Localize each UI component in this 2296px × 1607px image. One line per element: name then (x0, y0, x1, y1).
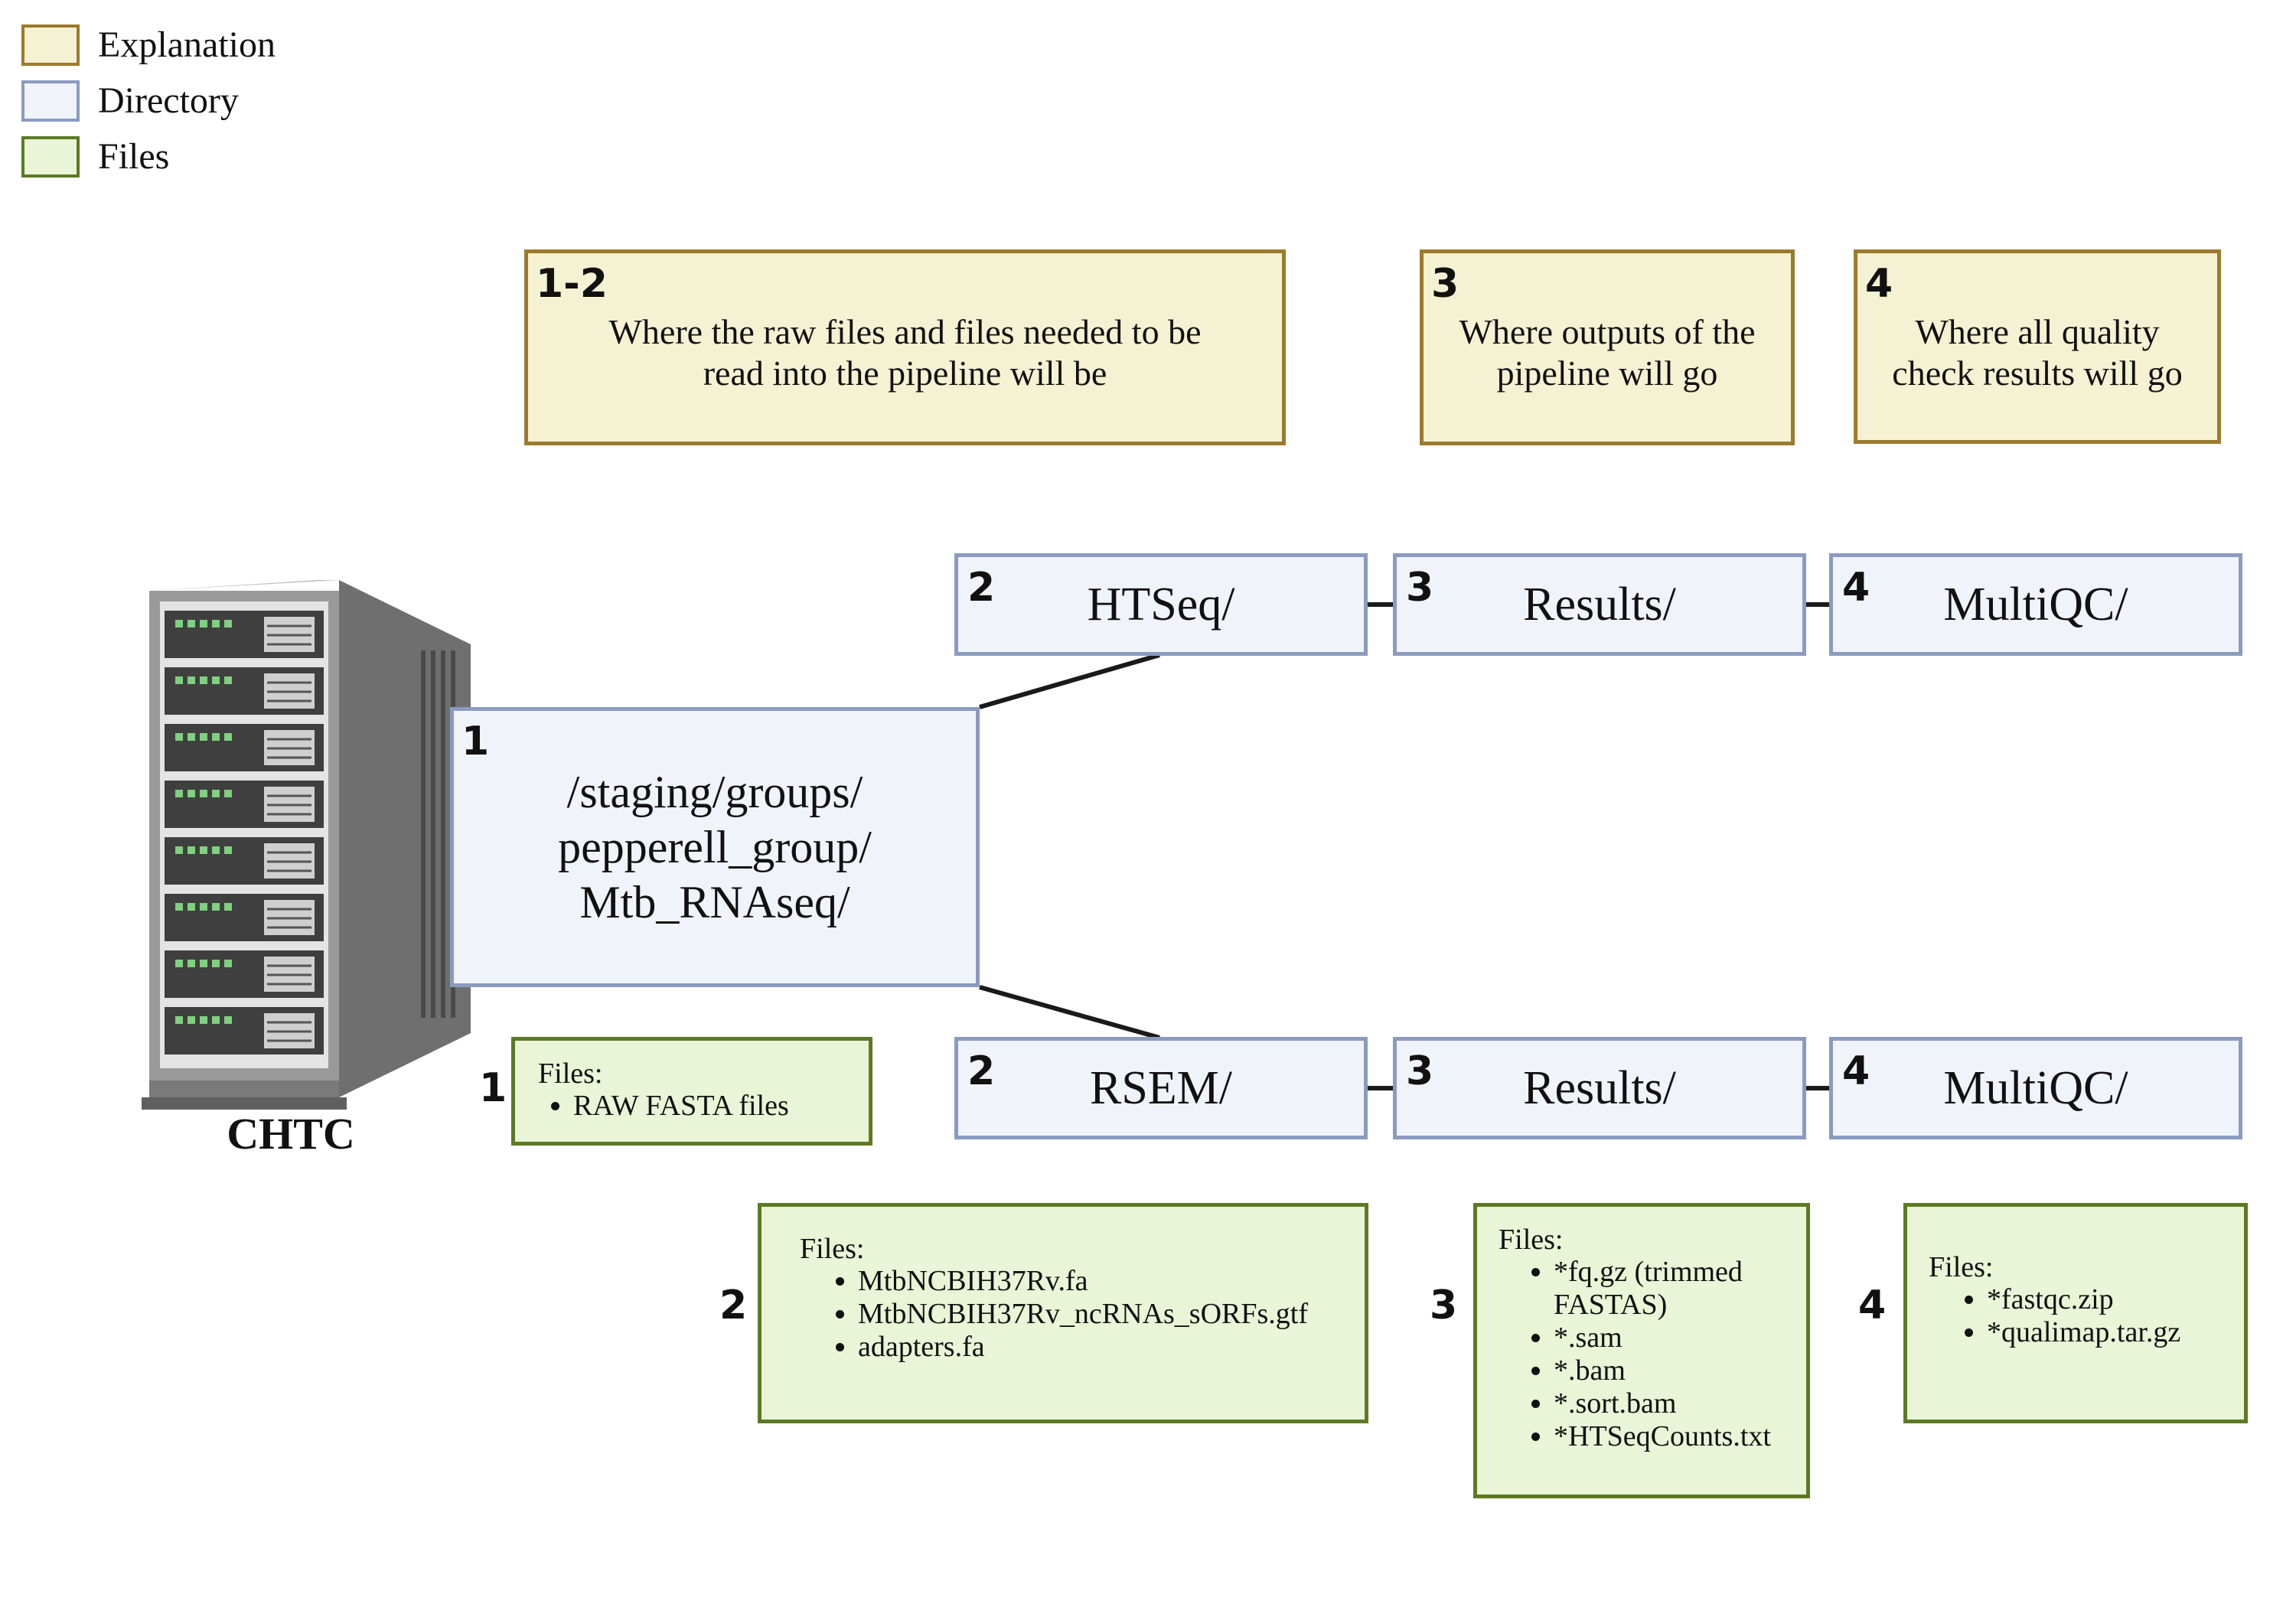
directory-label: RSEM/ (1089, 1061, 1233, 1114)
directory-label: Results/ (1523, 1061, 1676, 1114)
file-item: *.sort.bam (1554, 1387, 1795, 1420)
connector-root-to-htseq (979, 653, 1160, 709)
root-path: /staging/groups/ pepperell_group/ Mtb_RN… (454, 711, 976, 983)
legend: Explanation Directory Files (21, 23, 343, 184)
legend-label-directory: Directory (98, 80, 239, 121)
explanation-text: Where outputs of the pipeline will go (1459, 312, 1756, 393)
files-list: *fq.gz (trimmed FASTAS) *.sam *.bam *.so… (1499, 1256, 1795, 1453)
directory-label: Results/ (1523, 578, 1676, 631)
explanation-box-1-2: 1-2 Where the raw files and files needed… (524, 249, 1286, 445)
files-number: 1 (479, 1065, 507, 1111)
root-path-line: /staging/groups/ (566, 767, 863, 817)
files-box-3: Files: *fq.gz (trimmed FASTAS) *.sam *.b… (1473, 1203, 1810, 1498)
files-title: Files: (1499, 1224, 1564, 1256)
file-item: *qualimap.tar.gz (1987, 1316, 2244, 1349)
file-item: *.bam (1554, 1354, 1795, 1387)
directory-number: 3 (1406, 1048, 1434, 1094)
directory-number: 4 (1842, 1048, 1870, 1094)
directory-box-htseq: 2 HTSeq/ (954, 553, 1368, 656)
legend-swatch-directory (21, 80, 80, 122)
directory-number: 2 (967, 565, 996, 611)
file-item: RAW FASTA files (573, 1090, 869, 1123)
explanation-number: 4 (1865, 261, 1893, 307)
server-label: CHTC (227, 1109, 355, 1159)
files-list: RAW FASTA files (538, 1090, 869, 1123)
explanation-box-4: 4 Where all quality check results will g… (1854, 249, 2221, 444)
legend-label-files: Files (98, 136, 170, 177)
explanation-box-3: 3 Where outputs of the pipeline will go (1420, 249, 1795, 445)
legend-swatch-explanation (21, 24, 80, 66)
directory-number: 3 (1406, 565, 1434, 611)
explanation-text: Where the raw files and files needed to … (608, 312, 1202, 393)
directory-number: 2 (967, 1048, 996, 1094)
root-directory-box: 1 /staging/groups/ pepperell_group/ Mtb_… (450, 707, 980, 987)
explanation-number: 1-2 (536, 261, 608, 307)
file-item: *fastqc.zip (1987, 1283, 2244, 1316)
file-item: *.sam (1554, 1322, 1795, 1354)
files-title: Files: (1929, 1251, 1994, 1283)
files-number: 3 (1430, 1283, 1458, 1328)
files-number: 4 (1858, 1283, 1887, 1328)
file-item: *HTSeqCounts.txt (1554, 1420, 1795, 1453)
directory-label: MultiQC/ (1943, 1061, 2128, 1114)
file-item: adapters.fa (858, 1331, 1365, 1364)
connector-root-to-rsem (979, 985, 1160, 1040)
directory-box-multiqc-2: 4 MultiQC/ (1829, 1037, 2242, 1139)
file-item: MtbNCBIH37Rv_ncRNAs_sORFs.gtf (858, 1298, 1365, 1331)
files-box-1: Files: RAW FASTA files (511, 1037, 872, 1146)
files-box-2: Files: MtbNCBIH37Rv.fa MtbNCBIH37Rv_ncRN… (758, 1203, 1368, 1423)
root-path-line: pepperell_group/ (558, 822, 872, 872)
directory-box-rsem: 2 RSEM/ (954, 1037, 1368, 1139)
file-item: MtbNCBIH37Rv.fa (858, 1265, 1365, 1298)
explanation-text: Where all quality check results will go (1892, 312, 2183, 393)
directory-label: MultiQC/ (1943, 578, 2128, 631)
files-title: Files: (800, 1233, 865, 1265)
directory-box-results-2: 3 Results/ (1393, 1037, 1806, 1139)
legend-swatch-files (21, 136, 80, 178)
root-number: 1 (461, 719, 490, 764)
directory-label: HTSeq/ (1087, 578, 1235, 631)
files-list: *fastqc.zip *qualimap.tar.gz (1929, 1283, 2244, 1349)
server-rack-icon (142, 580, 471, 1110)
root-path-line: Mtb_RNAseq/ (579, 877, 850, 927)
directory-box-results: 3 Results/ (1393, 553, 1806, 656)
files-list: MtbNCBIH37Rv.fa MtbNCBIH37Rv_ncRNAs_sORF… (800, 1265, 1365, 1364)
file-item: *fq.gz (trimmed FASTAS) (1554, 1256, 1795, 1322)
files-number: 2 (719, 1283, 748, 1328)
files-box-4: Files: *fastqc.zip *qualimap.tar.gz (1903, 1203, 2248, 1423)
legend-label-explanation: Explanation (98, 24, 276, 65)
directory-box-multiqc: 4 MultiQC/ (1829, 553, 2242, 656)
explanation-number: 3 (1431, 261, 1459, 307)
files-title: Files: (538, 1058, 603, 1090)
directory-number: 4 (1842, 565, 1870, 611)
